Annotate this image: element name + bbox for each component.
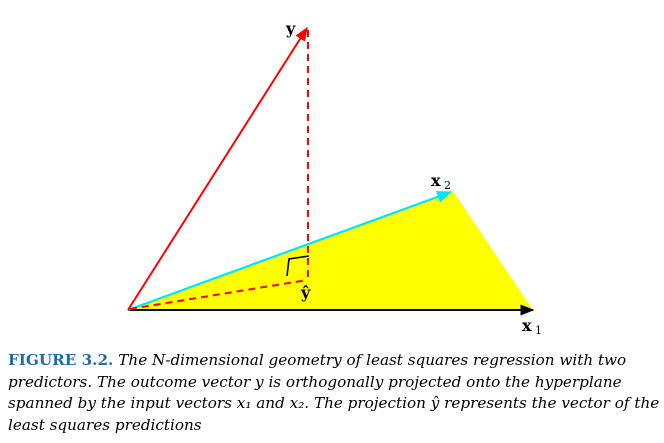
svg-text:1: 1: [535, 324, 542, 337]
hyperplane-region: [128, 191, 533, 310]
yhat-vector: [129, 279, 308, 310]
right-angle-marker: [286, 255, 310, 277]
yhat-label: ŷ: [300, 283, 311, 302]
svg-text:x: x: [522, 316, 532, 335]
y-label: y: [285, 19, 296, 38]
x2-label: x 2: [431, 171, 451, 192]
y-vector: [127, 26, 308, 311]
regression-geometry-diagram: y x 2 x 1 ŷ: [127, 19, 542, 337]
x1-label: x 1: [522, 316, 542, 337]
x2-vector: [127, 190, 453, 312]
caption-text: The N-dimensional geometry of least squa…: [8, 351, 660, 434]
svg-text:2: 2: [444, 179, 451, 192]
svg-text:x: x: [431, 171, 441, 190]
figure-number: FIGURE 3.2.: [8, 351, 114, 369]
figure-caption: FIGURE 3.2.The N-dimensional geometry of…: [8, 350, 660, 436]
